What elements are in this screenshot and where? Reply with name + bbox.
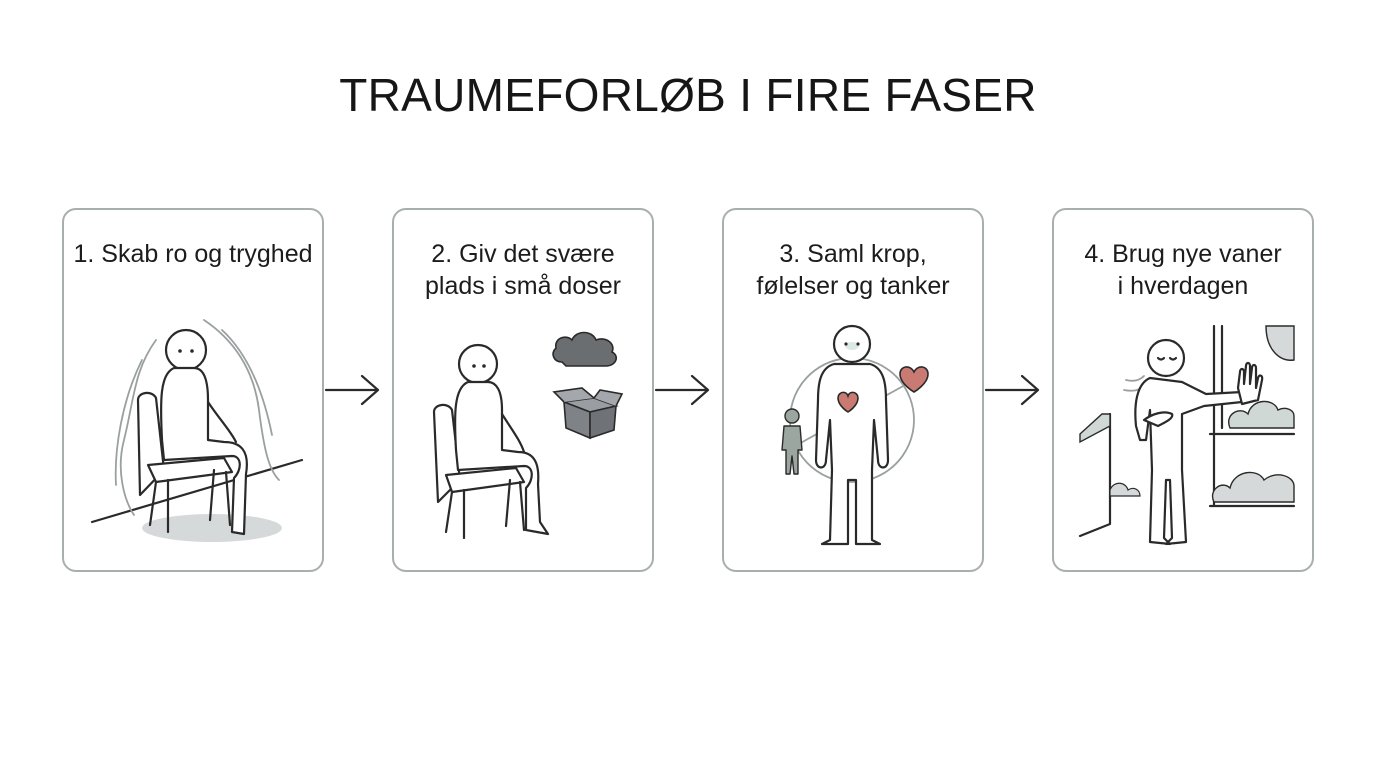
- seated-person-calm-icon: [90, 319, 304, 542]
- arrow-3-to-4-icon: [984, 374, 1040, 406]
- seated-person-cloud-box-icon: [432, 331, 624, 540]
- person-window-stop-hand-icon: [1078, 324, 1296, 546]
- phase-label-2: 2. Giv det svære plads i små doser: [425, 240, 621, 300]
- phase-card-4: 4. Brug nye vaner i hverdagen: [1052, 208, 1314, 572]
- arrow-1-to-2-icon: [324, 374, 380, 406]
- phase-card-2: 2. Giv det svære plads i små doser: [392, 208, 654, 572]
- person-hearts-orbit-icon: [781, 324, 929, 546]
- phase-card-3: 3. Saml krop, følelser og tanker: [722, 208, 984, 572]
- phase-card-1: 1. Skab ro og tryghed: [62, 208, 324, 572]
- page-title: TRAUMEFORLØB I FIRE FASER: [339, 69, 1037, 121]
- phase-label-4: 4. Brug nye vaner i hverdagen: [1084, 240, 1282, 300]
- phase-label-3: 3. Saml krop, følelser og tanker: [756, 240, 950, 300]
- phase-label-1: 1. Skab ro og tryghed: [73, 240, 313, 268]
- arrow-2-to-3-icon: [654, 374, 710, 406]
